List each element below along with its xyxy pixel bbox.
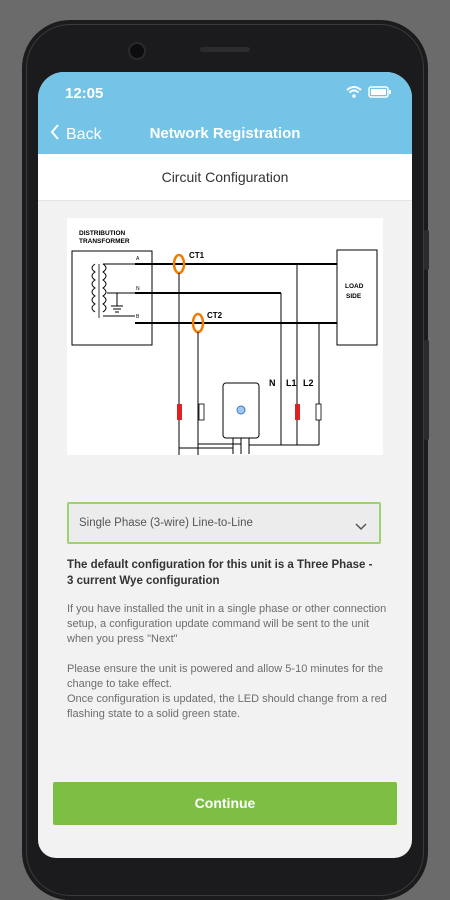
resistor-1 [198, 403, 205, 421]
label-n: N [269, 378, 276, 388]
fuse-l1 [295, 404, 300, 420]
neutral-label: N [136, 286, 140, 292]
load-label-1: LOAD [345, 283, 364, 290]
wifi-icon [346, 85, 362, 103]
default-config-note: The default configuration for this unit … [67, 559, 373, 587]
phone-edge [26, 24, 424, 896]
label-l1: L1 [286, 378, 297, 388]
meter-led-icon [236, 405, 246, 415]
configuration-select[interactable]: Single Phase (3-wire) Line-to-Line [67, 502, 381, 544]
back-chevron-icon [50, 124, 66, 145]
fuse-ct1 [177, 404, 182, 420]
phase-a-label: A [136, 256, 140, 262]
volume-button [424, 230, 429, 270]
led-paragraph: Once configuration is updated, the LED s… [67, 693, 387, 720]
chevron-down-icon [355, 518, 367, 536]
status-time: 12:05 [65, 85, 104, 102]
section-title: Circuit Configuration [161, 169, 289, 185]
label-l2: L2 [303, 378, 314, 388]
earpiece-speaker [200, 47, 250, 52]
resistor-2 [315, 403, 322, 421]
app-screen: 12:05 Back Networ [38, 72, 412, 858]
continue-button[interactable]: Continue [53, 782, 397, 825]
app-header: 12:05 Back Networ [38, 72, 412, 154]
front-camera [128, 42, 146, 60]
power-paragraph: Please ensure the unit is powered and al… [67, 663, 384, 690]
section-header: Circuit Configuration [38, 154, 412, 201]
load-label-2: SIDE [346, 293, 362, 300]
ct2-label: CT2 [207, 311, 223, 320]
primary-coil [91, 263, 96, 313]
back-label: Back [66, 125, 102, 143]
nav-title: Network Registration [149, 125, 301, 142]
back-button[interactable]: Back [50, 124, 102, 145]
load-box [336, 249, 378, 346]
ct1-label: CT1 [189, 251, 205, 260]
secondary-coil [102, 263, 107, 313]
install-paragraph: If you have installed the unit in a sing… [67, 603, 387, 645]
status-icons [346, 85, 392, 103]
power-button [424, 340, 429, 440]
transformer-box [71, 250, 153, 346]
battery-icon [368, 85, 392, 103]
transformer-label-1: DISTRIBUTION [79, 230, 126, 237]
transformer-label-2: TRANSFORMER [79, 238, 130, 245]
wiring-diagram: DISTRIBUTION TRANSFORMER A N B LOAD [67, 218, 383, 473]
phase-b-label: B [136, 314, 140, 320]
configuration-select-value: Single Phase (3-wire) Line-to-Line [79, 517, 253, 529]
